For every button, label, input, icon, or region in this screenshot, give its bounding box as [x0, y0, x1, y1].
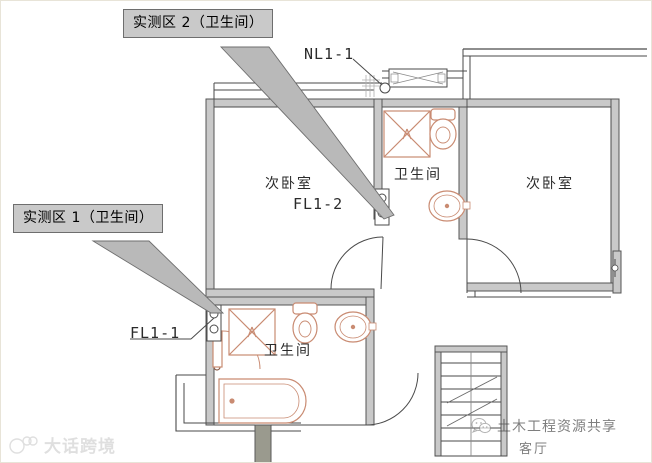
watermark-bottom-left: 大话跨境	[9, 432, 116, 457]
window-icon-upper-jamb-l	[390, 73, 399, 83]
wall-right-bedroom-north	[466, 98, 620, 108]
fl11-leader	[190, 317, 215, 340]
bathtub-icon-lower-inner	[223, 383, 300, 419]
brand-logo-icon	[9, 435, 38, 454]
sink-icon-upper-tap	[462, 201, 471, 210]
door-swing-icon-bedroom-left	[330, 236, 384, 290]
wall-stair-east	[500, 345, 508, 457]
wall-right-bedroom-south	[466, 282, 620, 292]
wall-upper-right-return	[612, 250, 622, 294]
bedroom-right-hinge	[611, 264, 619, 272]
wall-group	[205, 98, 622, 457]
sink-icon-upper-drain	[444, 203, 450, 209]
duct-bottom-center	[254, 424, 272, 462]
fl11-leader-group	[130, 317, 215, 340]
wechat-logo-icon	[471, 418, 491, 434]
wall-lower-bath-north	[205, 296, 375, 306]
label-nl1-1: NL1-1	[304, 45, 355, 63]
lower-bathroom-fixtures	[212, 302, 377, 424]
door-swing-icon-bedroom-right	[466, 238, 522, 294]
callout-label-zone-2[interactable]: 实测区 2（卫生间）	[123, 9, 274, 38]
label-bathroom-upper: 卫生间	[394, 167, 442, 183]
sink-icon-lower-inner	[339, 315, 367, 339]
watermark-room-living: 客厅	[519, 442, 550, 457]
callout-2-arrow	[219, 46, 395, 220]
stair-direction-arrow	[446, 376, 498, 427]
label-bedroom-right: 次卧室	[526, 176, 574, 192]
wall-left-bedroom-south	[205, 288, 375, 298]
wall-lower-bath-east	[365, 296, 375, 426]
label-fl1-2: FL1-2	[293, 195, 344, 213]
label-bedroom-left: 次卧室	[265, 176, 313, 192]
wall-upper-bath-north	[381, 98, 468, 108]
sink-icon-lower-drain	[350, 324, 356, 330]
sink-icon-lower-tap	[368, 322, 377, 331]
callout-1-arrow	[91, 240, 225, 314]
shower-icon-upper-cross	[383, 110, 431, 158]
window-icon-upper-cross	[392, 71, 444, 85]
door-swing-icon-bedroom-left-leaf	[380, 236, 384, 290]
watermark-bottom-right-text: 土木工程资源共享	[497, 419, 617, 435]
watermark-bottom-right: 土木工程资源共享	[471, 416, 617, 436]
label-fl1-1: FL1-1	[130, 324, 181, 342]
toilet-icon-lower-cistern	[292, 302, 318, 315]
riser-hatch	[362, 75, 380, 97]
linework-group	[175, 48, 647, 462]
callout-arrow-group	[91, 46, 395, 314]
bathtub-icon-lower	[218, 378, 307, 424]
wall-left-bedroom-west	[205, 98, 215, 298]
toilet-icon-upper-seat	[435, 126, 451, 144]
lower-riser-dot-2	[209, 324, 219, 334]
lower-riser-strip	[206, 304, 222, 342]
shower-icon-upper-drain	[402, 128, 412, 140]
wall-upper-bath-east	[458, 98, 468, 240]
window-icon-upper-jamb-r	[437, 73, 446, 83]
toilet-icon-lower-seat	[298, 320, 312, 338]
wall-stair-west	[434, 345, 442, 457]
bathtub-icon-lower-drain	[229, 398, 235, 404]
riser-marker-icon	[379, 82, 391, 94]
stairs-icon	[441, 352, 501, 456]
callout-label-zone-1[interactable]: 实测区 1（卫生间）	[13, 204, 164, 233]
label-bathroom-lower: 卫生间	[264, 343, 312, 359]
sink-icon-upper-inner	[433, 194, 461, 218]
nl11-leader	[352, 58, 383, 86]
toilet-icon-upper-cistern	[430, 108, 456, 121]
door-swing-icon-lower-bath	[365, 372, 419, 426]
upper-bathroom-fixtures	[383, 108, 471, 222]
watermark-bottom-left-text: 大话跨境	[44, 437, 116, 457]
wall-stair-north	[434, 345, 508, 353]
shower-icon-lower-cross	[228, 308, 276, 356]
shower-icon-lower-drain	[247, 326, 257, 338]
